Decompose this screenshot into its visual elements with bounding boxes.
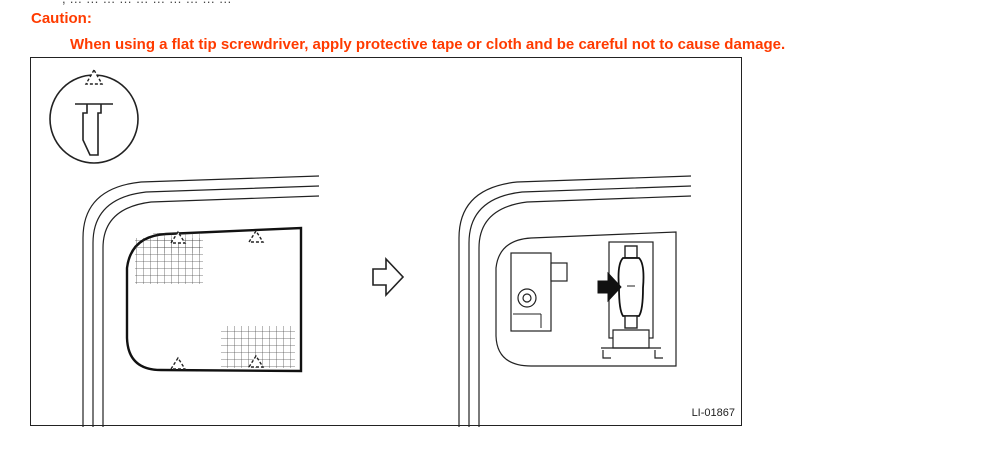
illustration-frame: LI-01867 xyxy=(30,57,742,427)
lens-housing-right xyxy=(458,175,692,427)
socket-icon xyxy=(510,252,568,332)
illustration-drawing xyxy=(49,68,692,427)
bulb-icon xyxy=(617,245,645,329)
caution-title: Caution: xyxy=(31,10,92,27)
arrow-right-outline-icon xyxy=(372,256,405,298)
caution-text: When using a flat tip screwdriver, apply… xyxy=(70,36,786,53)
clip-release-icon xyxy=(49,68,139,164)
arrow-right-solid-icon xyxy=(597,271,622,303)
lens-housing-left xyxy=(82,175,320,427)
figure-code: LI-01867 xyxy=(691,407,735,419)
cutoff-previous-line: , … … … … … … … … … … xyxy=(62,0,232,6)
